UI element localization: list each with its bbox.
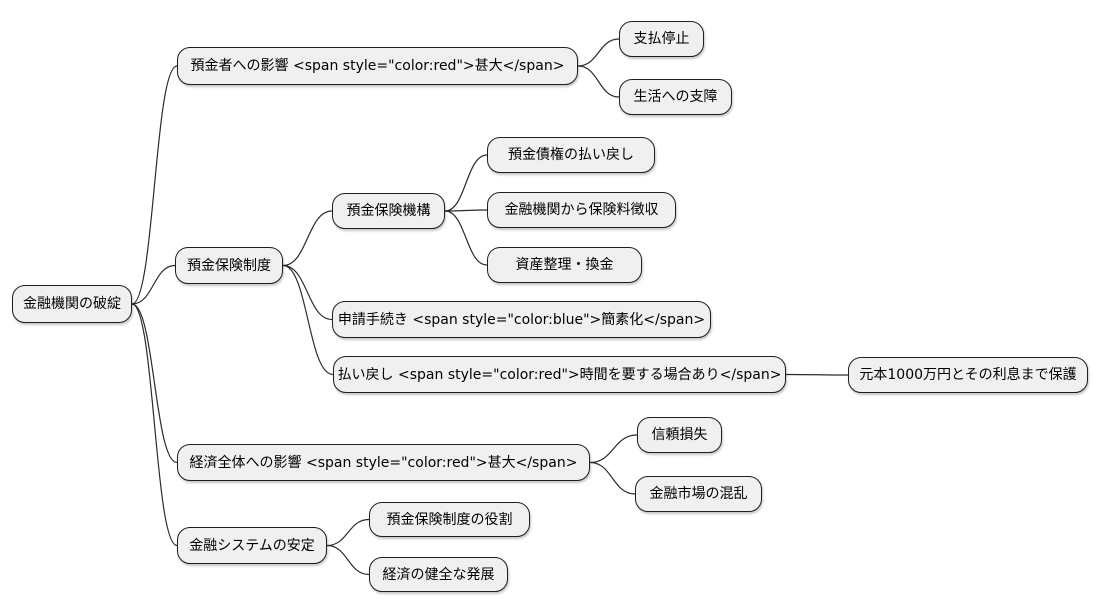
node-healthy-development: 経済の健全な発展	[369, 557, 508, 592]
node-refund-delay: 払い戻し <span style="color:red">時間を要する場合あり<…	[333, 356, 786, 393]
edge-root-depositor-impact	[131, 65, 178, 305]
node-deposit-insurance-system: 預金保険制度	[175, 247, 283, 284]
node-principal-protection: 元本1000万円とその利息まで保護	[848, 357, 1088, 393]
node-root: 金融機関の破綻	[12, 285, 132, 323]
node-market-turmoil: 金融市場の混乱	[635, 476, 762, 512]
node-deposit-insurance-corporation: 預金保険機構	[332, 193, 445, 229]
edge-root-economy-impact	[131, 303, 178, 464]
edge-root-deposit-insurance-system	[131, 264, 176, 305]
edge-root-system-stability	[131, 303, 178, 547]
edge-dic-premium-collection	[444, 209, 488, 212]
edge-dic-asset-liquidation	[444, 210, 488, 266]
node-payment-stop: 支払停止	[619, 21, 704, 57]
node-refund-claims: 預金債権の払い戻し	[487, 137, 655, 173]
edge-dis-application	[282, 264, 333, 321]
edge-dis-dic	[282, 210, 333, 267]
edge-economy-trust-loss	[589, 434, 638, 464]
edge-depositor-payment-stop	[577, 38, 620, 67]
edge-depositor-life-disruption	[577, 65, 620, 98]
node-application-procedure: 申請手続き <span style="color:blue">簡素化</span…	[332, 301, 711, 338]
node-system-stability: 金融システムの安定	[177, 527, 327, 564]
node-asset-liquidation: 資産整理・換金	[487, 247, 642, 283]
node-trust-loss: 信頼損失	[637, 417, 722, 453]
edge-stability-role	[326, 518, 370, 547]
edge-stability-healthy-dev	[326, 544, 370, 576]
node-life-disruption: 生活への支障	[619, 79, 732, 115]
edge-dis-refund-delay	[282, 264, 334, 376]
node-depositor-impact: 預金者への影響 <span style="color:red">甚大</span…	[177, 47, 578, 85]
node-premium-collection: 金融機関から保険料徴収	[487, 192, 676, 228]
edge-dic-refund-claims	[444, 154, 488, 212]
edge-economy-market-turmoil	[589, 461, 636, 495]
node-economy-impact: 経済全体への影響 <span style="color:red">甚大</spa…	[177, 444, 590, 481]
node-insurance-role: 預金保険制度の役割	[369, 502, 530, 537]
edge-refund-delay-principal	[785, 373, 849, 376]
